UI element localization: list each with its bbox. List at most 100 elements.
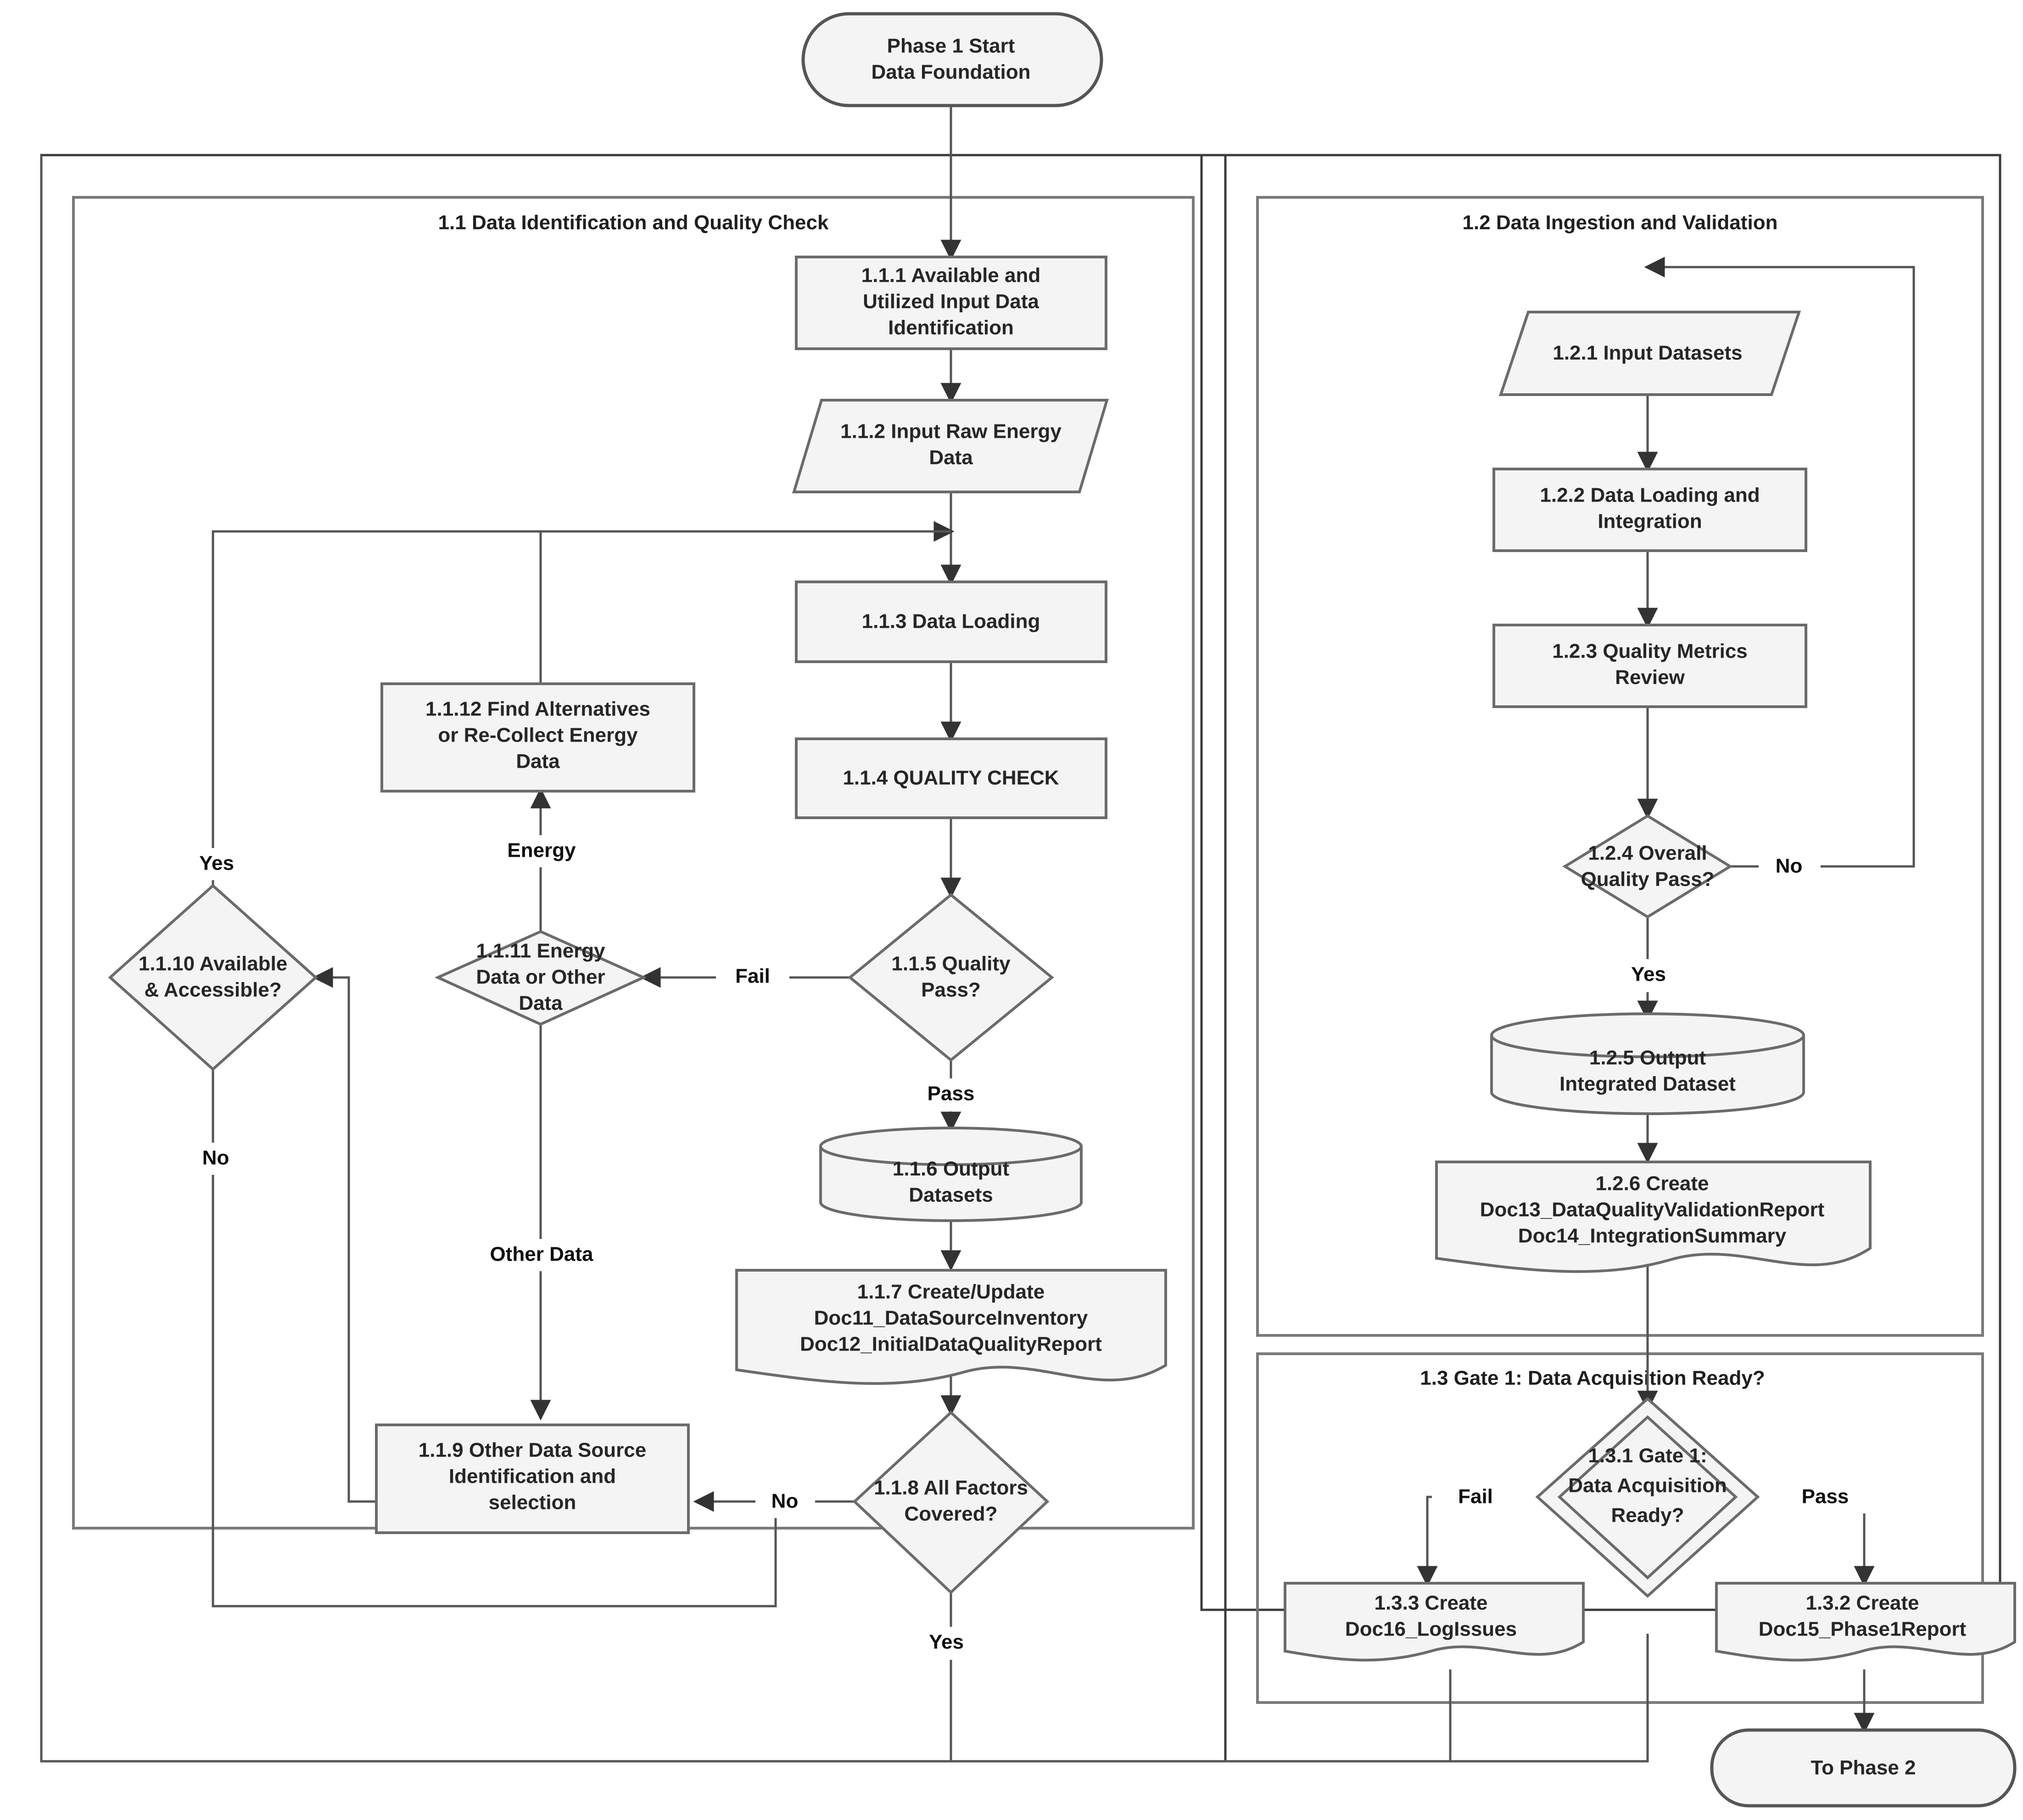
node-1-1-1-line3: Identification [888,317,1014,339]
node-1-2-5[interactable] [1490,1012,1805,1115]
cluster-12-box [1256,196,1984,1337]
node-1-1-3[interactable] [795,581,1107,663]
node-1-2-1[interactable] [1498,311,1801,396]
node-1-2-3[interactable] [1492,624,1807,708]
edge-119-to-1110 [312,967,376,1503]
edge-label-factors-yes: Yes [929,1631,964,1653]
node-1-1-7-line2: Doc11_DataSourceInventory [814,1307,1088,1329]
node-1-2-6[interactable] [1435,1161,1872,1273]
node-1-1-8-line2: Covered? [905,1503,998,1525]
node-1-3-3-line1: 1.3.3 Create [1374,1592,1487,1614]
edge-label-gate-pass: Pass [1802,1485,1849,1508]
node-1-1-10-line1: 1.1.10 Available [139,953,288,975]
edge-label-bg-no2 [755,1486,815,1518]
node-1-1-6-line1: 1.1.6 Output [893,1158,1010,1180]
node-1-1-11[interactable] [434,930,647,1026]
edge-label-gate-fail: Fail [1458,1485,1493,1508]
node-1-1-9-line3: selection [489,1491,576,1514]
node-1-1-1[interactable] [795,256,1107,350]
outer-frame-right [1200,154,2001,1611]
end-node[interactable] [1710,1728,2017,1808]
node-1-3-2[interactable] [1715,1582,2016,1662]
edge-label-bg-yes3 [1613,959,1684,992]
end-node-label: To Phase 2 [1811,1757,1916,1779]
edge-label-overall-yes: Yes [1631,963,1666,986]
node-1-1-12[interactable] [380,682,695,793]
edge-label-bg-energy [486,835,597,867]
edge-label-overall-no: No [1776,855,1803,877]
node-1-1-2-line1: 1.1.2 Input Raw Energy [840,420,1062,443]
node-1-3-1-line3: Ready? [1611,1504,1684,1527]
node-1-2-4-line2: Quality Pass? [1581,868,1714,891]
edge-131-to-133-fail [1417,1496,1438,1587]
node-1-3-1-line2: Data Acquisition [1568,1474,1727,1497]
node-1-1-3-line1: 1.1.3 Data Loading [862,610,1040,633]
node-1-1-2[interactable] [792,399,1109,493]
edge-label-energy: Energy [507,839,576,862]
start-node-label-line1: Phase 1 Start [887,35,1015,57]
edge-label-other-data: Other Data [490,1243,593,1266]
node-1-1-5-line1: 1.1.5 Quality [891,953,1011,975]
node-1-1-12-line3: Data [516,750,560,773]
node-1-1-12-line1: 1.1.12 Find Alternatives [425,698,650,720]
node-1-1-8-line1: 1.1.8 All Factors [874,1477,1028,1499]
node-1-1-1-line2: Utilized Input Data [863,290,1039,313]
node-1-1-11-line3: Data [519,992,563,1015]
edge-label-available-yes: Yes [199,852,234,875]
node-1-1-1-line1: 1.1.1 Available and [861,264,1040,287]
node-1-1-7-line1: 1.1.7 Create/Update [857,1281,1045,1303]
cluster-12-label: 1.2 Data Ingestion and Validation [1462,212,1777,234]
node-1-1-9-line1: 1.1.9 Other Data Source [419,1439,646,1462]
edge-133-to-111-feedback [40,155,1452,1763]
node-1-2-1-line1: 1.2.1 Input Datasets [1553,342,1742,364]
node-1-2-5-line2: Integrated Dataset [1559,1073,1736,1095]
node-1-2-2-line2: Integration [1598,510,1702,533]
edge-label-bg-yes2 [911,1627,982,1660]
node-1-3-2-line2: Doc15_Phase1Report [1759,1618,1967,1641]
node-1-1-9[interactable] [375,1424,690,1534]
node-1-2-6-line2: Doc13_DataQualityValidationReport [1480,1199,1825,1221]
node-1-1-10-line2: & Accessible? [144,979,281,1001]
node-1-2-2-line1: 1.2.2 Data Loading and [1540,484,1760,507]
node-1-2-3-line2: Review [1615,666,1685,689]
edge-label-bg-fail1 [716,961,789,994]
node-1-3-3[interactable] [1284,1582,1585,1662]
node-1-1-9-line2: Identification and [449,1465,616,1488]
cluster-13-label: 1.3 Gate 1: Data Acquisition Ready? [1420,1367,1765,1390]
node-1-3-3-line2: Doc16_LogIssues [1345,1618,1517,1641]
edge-label-bg-no3 [1759,851,1821,883]
node-1-1-4-line1: 1.1.4 QUALITY CHECK [843,767,1059,789]
node-1-1-6[interactable] [819,1127,1083,1222]
node-1-1-11-line2: Data or Other [476,966,605,988]
cluster-11-label: 1.1 Data Identification and Quality Chec… [438,212,829,234]
edge-label-bg-otherdata [468,1239,615,1271]
node-1-2-5-line1: 1.2.5 Output [1589,1047,1706,1069]
edge-label-available-no: No [202,1147,229,1169]
node-1-1-7-line3: Doc12_InitialDataQualityReport [800,1333,1102,1356]
node-1-1-8[interactable] [852,1410,1050,1595]
edge-label-bg-fail2 [1441,1481,1510,1513]
node-1-3-1[interactable] [1535,1396,1760,1598]
node-1-2-6-line1: 1.2.6 Create [1595,1172,1709,1195]
start-node[interactable] [801,12,1103,107]
node-1-1-6-line2: Datasets [909,1184,993,1206]
node-1-2-2[interactable] [1492,468,1807,552]
start-node-label-line2: Data Foundation [871,61,1030,84]
node-1-3-2-line1: 1.3.2 Create [1805,1592,1919,1614]
node-1-1-10[interactable] [108,883,318,1072]
edge-1110-to-119-no [212,1069,777,1608]
node-1-1-7[interactable] [735,1269,1167,1385]
node-1-1-5[interactable] [848,893,1054,1062]
edge-label-bg-no1 [186,1143,246,1175]
node-1-1-2-line2: Data [929,447,973,469]
edge-label-factors-no: No [771,1490,799,1513]
node-1-1-4[interactable] [795,737,1107,819]
node-1-2-4[interactable] [1562,814,1733,919]
edge-1110-to-113-yes [212,530,951,886]
edge-label-bg-pass1 [909,1078,996,1111]
edge-label-quality-fail: Fail [735,965,770,988]
edge-label-bg-yes1 [184,848,252,880]
node-1-2-4-line1: 1.2.4 Overall [1588,842,1707,865]
